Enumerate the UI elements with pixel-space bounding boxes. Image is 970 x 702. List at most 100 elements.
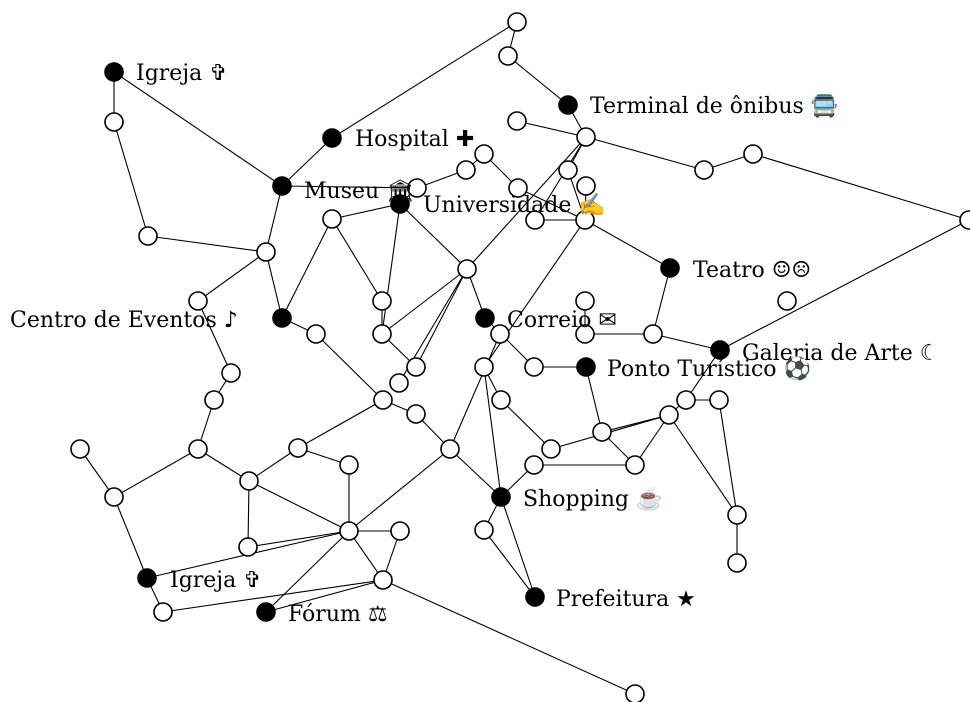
- junction-node: [339, 455, 359, 475]
- junction-node: [625, 455, 645, 475]
- junction-node: [373, 570, 393, 590]
- junction-node: [558, 160, 578, 180]
- edge: [381, 268, 468, 335]
- junction-node: [676, 390, 696, 410]
- edge: [348, 530, 384, 581]
- edge: [113, 496, 148, 579]
- edge: [585, 366, 603, 433]
- edge: [484, 317, 535, 368]
- edge: [668, 414, 738, 516]
- edge: [197, 251, 267, 302]
- landmark-node: [137, 568, 157, 588]
- edge: [79, 448, 115, 498]
- edge: [331, 218, 383, 302]
- junction-node: [575, 291, 595, 311]
- junction-node: [508, 178, 528, 198]
- edge: [719, 219, 970, 351]
- edge: [315, 333, 384, 401]
- junction-node: [524, 455, 544, 475]
- edge: [348, 448, 451, 532]
- edge: [281, 137, 333, 187]
- landmark-node: [322, 128, 342, 148]
- junction-node: [204, 390, 224, 410]
- edge: [500, 399, 552, 450]
- landmark-label-forum: Fórum ⚖: [288, 602, 388, 627]
- landmark-label-ponto-turistico: Ponto Turístico ⚽: [607, 356, 811, 382]
- landmark-node: [558, 95, 578, 115]
- edge: [534, 136, 587, 221]
- landmark-label-terminal: Terminal de ônibus 🚍: [590, 93, 838, 119]
- edge: [197, 448, 250, 482]
- landmark-node: [660, 258, 680, 278]
- junction-node: [743, 144, 763, 164]
- junction-node: [457, 259, 477, 279]
- junction-node: [659, 405, 679, 425]
- landmark-node: [525, 587, 545, 607]
- junction-node: [541, 439, 561, 459]
- edge: [162, 579, 384, 613]
- junction-node: [372, 291, 392, 311]
- edge: [113, 121, 149, 237]
- junction-node: [406, 404, 426, 424]
- junction-node: [643, 324, 663, 344]
- landmark-label-centro-eventos: Centro de Eventos ♪: [10, 308, 238, 333]
- junction-node: [709, 390, 729, 410]
- junction-node: [576, 176, 596, 196]
- edge: [248, 447, 299, 482]
- edge-layer: [79, 21, 970, 695]
- junction-node: [490, 324, 510, 344]
- junction-node: [507, 111, 527, 131]
- landmark-label-museu: Museu 🏛: [304, 179, 414, 204]
- edge: [381, 203, 401, 335]
- edge: [382, 579, 636, 695]
- junction-node: [188, 439, 208, 459]
- edge: [147, 235, 267, 253]
- junction-node: [592, 422, 612, 442]
- landmark-node: [104, 62, 124, 82]
- junction-node: [625, 684, 645, 702]
- edge: [415, 268, 468, 368]
- landmark-label-correio: Correio ✉: [507, 308, 617, 333]
- edge: [197, 300, 232, 374]
- junction-node: [256, 242, 276, 262]
- junction-node: [221, 363, 241, 383]
- node-layer: [70, 12, 970, 702]
- edge: [113, 448, 199, 498]
- edge: [585, 136, 705, 171]
- junction-node: [306, 324, 326, 344]
- edge: [718, 399, 738, 516]
- junction-node: [474, 144, 494, 164]
- junction-node: [390, 521, 410, 541]
- edge: [517, 187, 586, 221]
- junction-node: [456, 160, 476, 180]
- edge: [752, 153, 970, 221]
- junction-node: [727, 505, 747, 525]
- edge: [248, 480, 350, 532]
- edge: [265, 579, 384, 613]
- edge: [247, 480, 250, 548]
- landmark-label-shopping: Shopping ☕: [523, 485, 663, 512]
- edge: [483, 219, 586, 368]
- landmark-label-universidade: Universidade ✍: [423, 192, 606, 218]
- edge: [113, 71, 283, 187]
- landmark-node: [256, 602, 276, 622]
- edge: [652, 267, 671, 335]
- junction-node: [694, 160, 714, 180]
- junction-node: [188, 291, 208, 311]
- edge: [265, 185, 283, 253]
- junction-node: [491, 390, 511, 410]
- junction-node: [239, 471, 259, 491]
- junction-node: [498, 46, 518, 66]
- edge: [483, 529, 536, 598]
- junction-node: [524, 357, 544, 377]
- junction-node: [153, 602, 173, 622]
- landmark-label-hospital: Hospital ✚: [355, 127, 474, 152]
- junction-node: [389, 373, 409, 393]
- junction-node: [507, 12, 527, 32]
- junction-node: [407, 178, 427, 198]
- edge: [466, 136, 587, 270]
- landmark-label-galeria: Galeria de Arte ☾: [742, 341, 939, 366]
- junction-node: [339, 521, 359, 541]
- edge: [247, 530, 350, 548]
- edge: [297, 399, 384, 449]
